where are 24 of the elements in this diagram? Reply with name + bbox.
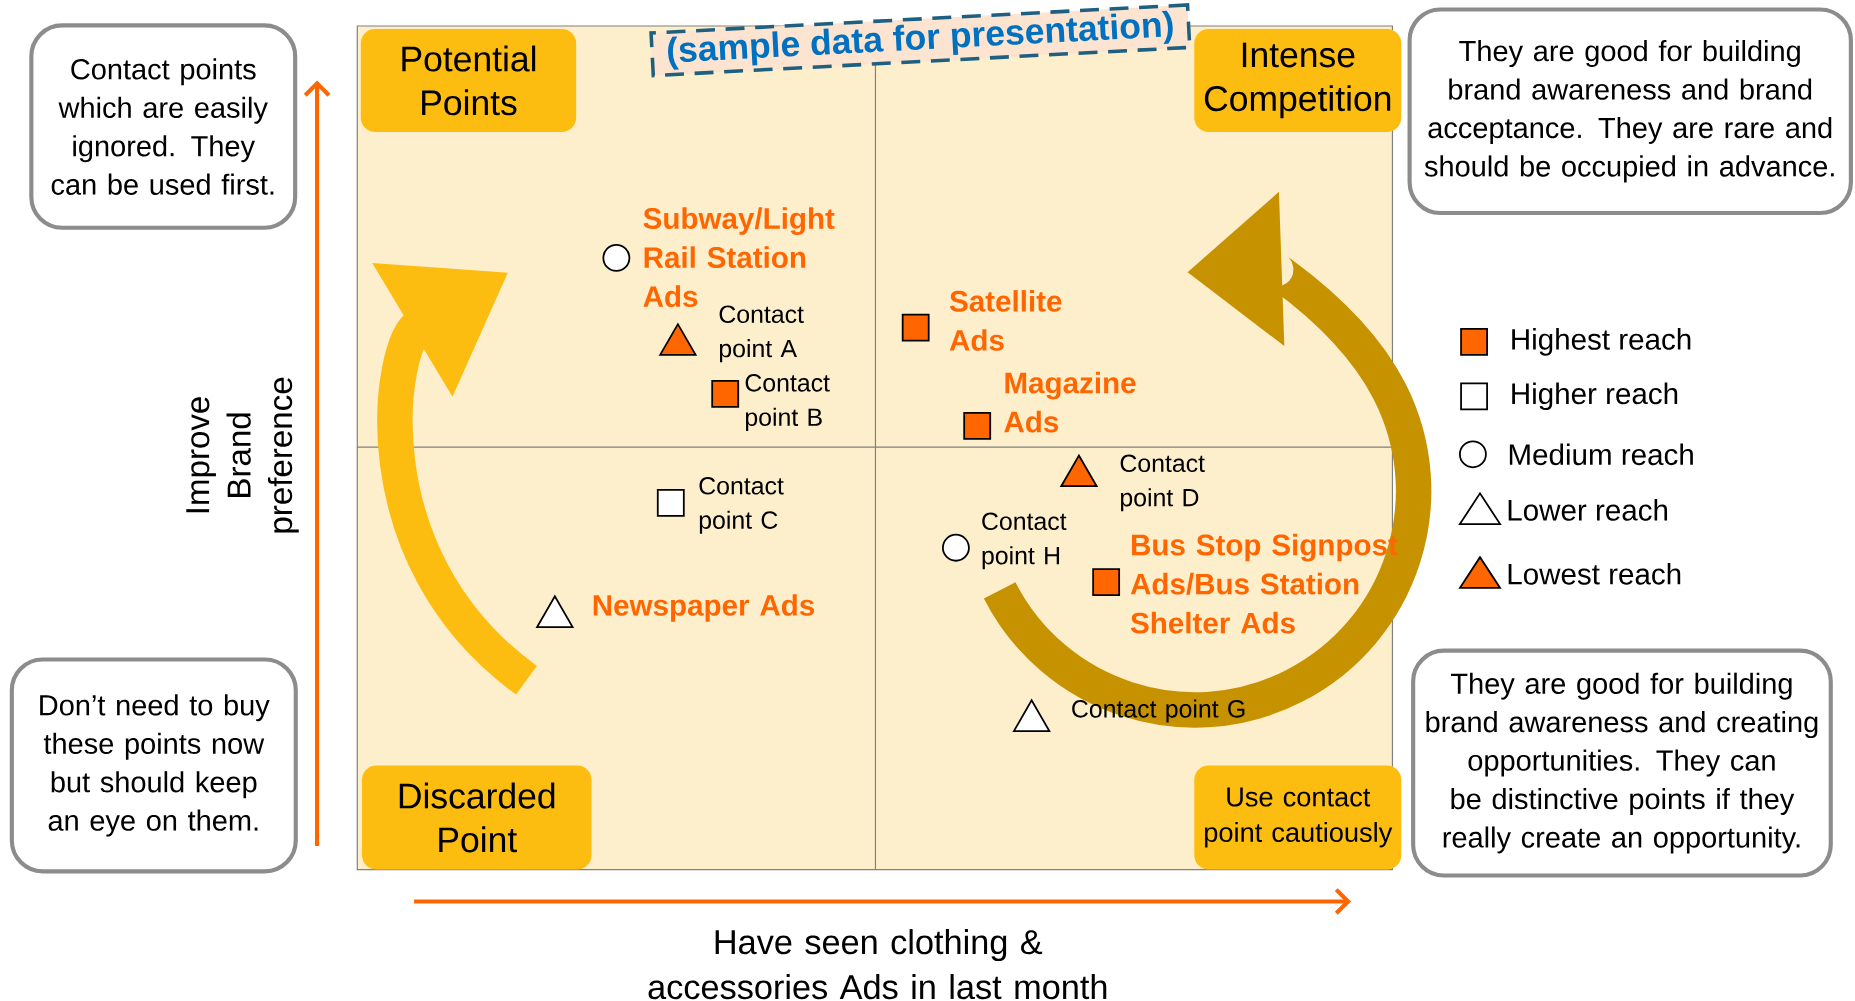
quadrant-tag: Intense Competition (1194, 29, 1402, 132)
callout-box: Don’t need to buy these points now but should keep an eye on them. (9, 657, 298, 874)
legend-text: Medium reach (1509, 443, 1693, 466)
point-label: Contact point B (745, 374, 830, 431)
axis-label: Have seen clothing & accessories Ads in last month (648, 929, 1107, 1000)
callout-box: Contact points which are easily ignored. They can be used first. (29, 23, 298, 230)
point-label: Contact point A (719, 305, 804, 363)
quadrant-tag: Potential Points (360, 29, 577, 132)
legend-text: Highest reach (1512, 328, 1691, 356)
quadrant-tag: Discarded Point (362, 765, 592, 870)
point-label: Magazine Ads (1004, 371, 1136, 433)
legend-text: Lower reach (1508, 499, 1668, 521)
point-label: Newspaper Ads (593, 594, 815, 622)
point-label: Contact point D (1120, 454, 1205, 512)
quadrant-tag: Use contact point cautiously (1194, 765, 1402, 870)
legend-text: Lowest reach (1508, 563, 1681, 585)
axis-label: Improve Brand preference (186, 377, 299, 533)
callout-box: They are good for building brand awareness and creating opportunities. They can be distinctive points if they really create an opportunity. (1411, 648, 1833, 878)
legend-text: Higher reach (1512, 382, 1678, 411)
title-banner: (sample data for presentation) (649, 3, 1192, 78)
point-label: Contact point H (982, 512, 1067, 570)
point-label: Satellite Ads (949, 290, 1062, 351)
point-label: Contact point C (699, 477, 784, 534)
callout-box: They are good for building brand awareness and brand acceptance. They are rare and should be occupied in advance. (1407, 7, 1853, 216)
